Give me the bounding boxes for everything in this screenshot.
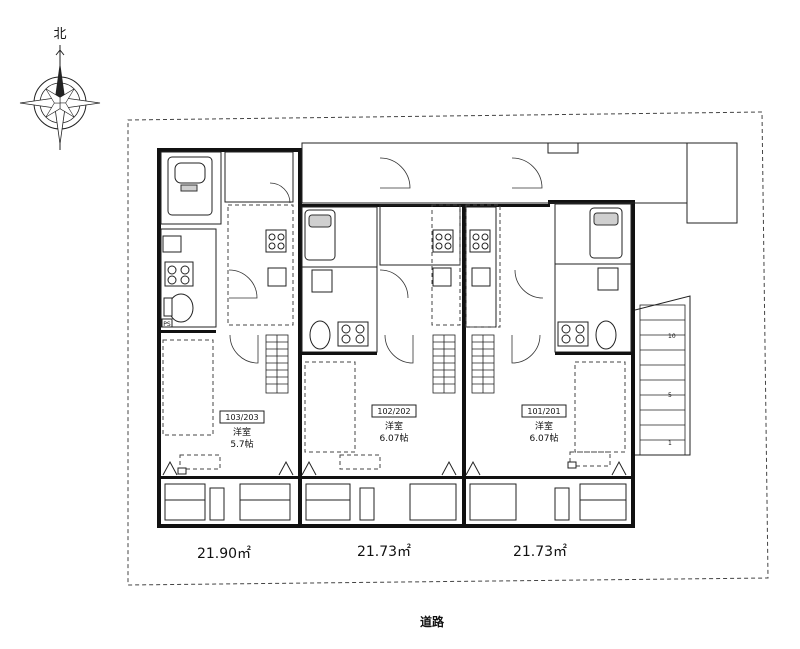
unit-102-room-number: 102/202: [377, 407, 410, 416]
road-label: 道路: [420, 614, 445, 629]
building-outline: [157, 142, 738, 528]
unit-103: PS: [160, 151, 298, 521]
ps-label: PS: [163, 321, 171, 328]
unit-101-room-type: 洋室: [535, 420, 553, 432]
unit-101-room-number: 101/201: [527, 407, 560, 416]
unit-101-area: 21.73㎡: [513, 544, 567, 560]
site-boundary: [127, 111, 769, 586]
unit-102: 102/202 洋室 6.07帖: [301, 157, 462, 521]
stair-number-5: 5: [668, 392, 672, 399]
unit-103-stair: [265, 334, 289, 394]
north-label: 北: [53, 27, 66, 42]
compass-icon: 北: [19, 27, 101, 150]
stair-number-10: 10: [668, 333, 676, 340]
unit-103-area: 21.90㎡: [197, 546, 251, 562]
unit-103-room-type: 洋室: [233, 426, 251, 438]
unit-103-room-number: 103/203: [225, 413, 258, 422]
unit-101-room-size: 6.07帖: [529, 432, 558, 444]
unit-101-stair: [471, 334, 495, 394]
unit-101: 101/201 洋室 6.07帖: [465, 157, 632, 521]
unit-102-area: 21.73㎡: [357, 544, 411, 560]
unit-102-stair: [432, 334, 456, 394]
unit-102-room-size: 6.07帖: [379, 432, 408, 444]
external-stair: 10 5 1: [634, 295, 691, 456]
stair-number-1: 1: [668, 440, 672, 447]
unit-103-room-size: 5.7帖: [230, 438, 253, 450]
unit-102-room-type: 洋室: [385, 420, 403, 432]
